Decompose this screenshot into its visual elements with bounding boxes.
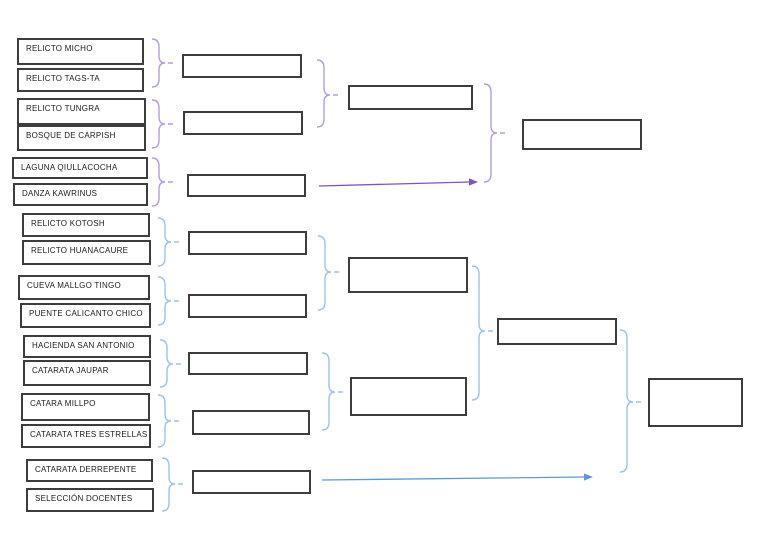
merge-brace bbox=[316, 59, 338, 128]
merge-brace bbox=[317, 235, 339, 311]
merge-brace bbox=[483, 83, 505, 183]
team-box-relicto-tags-ta: RELICTO TAGS-TA bbox=[17, 68, 144, 92]
round4-slot-1 bbox=[522, 119, 642, 150]
team-box-relicto-huanacaure: RELICTO HUANACAURE bbox=[22, 240, 151, 265]
team-box-catara-millpo: CATARA MILLPO bbox=[21, 393, 150, 421]
round4-slot-2 bbox=[497, 318, 617, 345]
team-box-puente-calicanto-chico: PUENTE CALICANTO CHICO bbox=[20, 303, 151, 328]
advance-arrow-line bbox=[318, 181, 471, 187]
advance-arrow-head bbox=[469, 178, 478, 186]
merge-brace bbox=[157, 276, 179, 326]
merge-brace bbox=[151, 157, 173, 207]
round2-slot-4 bbox=[188, 231, 307, 255]
merge-brace bbox=[321, 352, 343, 431]
advance-arrow-head bbox=[584, 473, 593, 481]
team-box-hacienda-san-antonio: HACIENDA SAN ANTONIO bbox=[23, 335, 151, 358]
round3-slot-3 bbox=[350, 377, 467, 416]
team-box-relicto-tungra: RELICTO TUNGRA bbox=[17, 98, 146, 125]
round3-slot-2 bbox=[348, 257, 468, 293]
champion-slot bbox=[648, 378, 743, 427]
team-box-relicto-kotosh: RELICTO KOTOSH bbox=[22, 213, 150, 237]
team-box-laguna-qiullacocha: LAGUNA QIULLACOCHA bbox=[12, 157, 148, 179]
team-box-catarata-tres-estrellas: CATARATA TRES ESTRELLAS bbox=[21, 424, 151, 448]
team-box-catarata-derrepente: CATARATA DERREPENTE bbox=[26, 459, 153, 482]
team-box-relicto-micho: RELICTO MICHO bbox=[17, 38, 144, 65]
team-box-bosque-de-carpish: BOSQUE DE CARPISH bbox=[17, 125, 146, 151]
merge-brace bbox=[157, 217, 179, 267]
round3-slot-1 bbox=[348, 85, 473, 110]
team-box-cueva-mallgo-tingo: CUEVA MALLGO TINGO bbox=[18, 275, 150, 300]
round2-slot-5 bbox=[188, 294, 307, 318]
round2-slot-8 bbox=[192, 470, 311, 494]
merge-brace bbox=[619, 329, 641, 473]
round2-slot-3 bbox=[187, 174, 306, 197]
round2-slot-1 bbox=[182, 54, 302, 78]
round2-slot-2 bbox=[183, 111, 303, 135]
team-box-danza-kawrinus: DANZA KAWRINUS bbox=[13, 183, 148, 206]
round2-slot-7 bbox=[192, 410, 310, 435]
merge-brace bbox=[157, 394, 179, 448]
merge-brace bbox=[161, 457, 183, 512]
merge-brace bbox=[471, 265, 493, 401]
team-box-catarata-jaupar: CATARATA JAUPAR bbox=[23, 360, 151, 386]
merge-brace bbox=[151, 99, 173, 149]
advance-arrow-line bbox=[321, 476, 586, 481]
round2-slot-6 bbox=[188, 352, 308, 375]
merge-brace bbox=[159, 339, 181, 388]
team-box-seleccion-docentes: SELECCIÓN DOCENTES bbox=[26, 488, 154, 512]
merge-brace bbox=[151, 38, 173, 88]
